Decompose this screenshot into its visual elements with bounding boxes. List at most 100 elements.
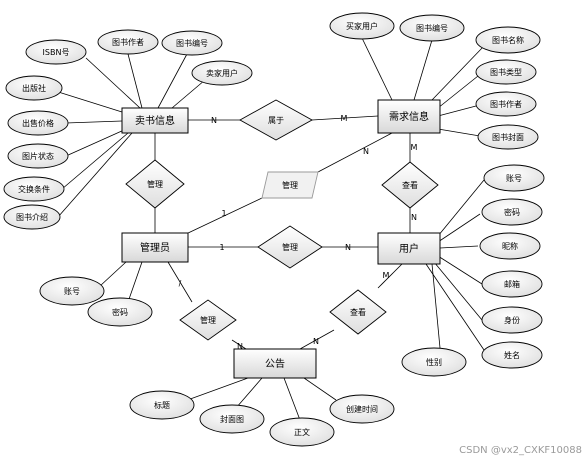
attr-demand-bookname-label: 图书名称	[492, 35, 524, 45]
entity-seller-info[interactable]: 卖书信息	[121, 107, 189, 134]
card-admin-demand-admin: 1	[221, 209, 226, 218]
attr-seller-isbn[interactable]: ISBN号	[25, 39, 87, 65]
relation-view-demand[interactable]: 查看	[381, 161, 439, 209]
attr-seller-exchange-label: 交换条件	[18, 184, 50, 194]
edge-demand-bookname	[431, 45, 485, 101]
attr-notice-coverimg-label: 封面图	[220, 414, 244, 424]
card-admin-notice-admin: /	[179, 279, 182, 288]
relation-manage-seller[interactable]: 管理	[125, 159, 185, 209]
edge-user-email	[437, 255, 483, 285]
attr-demand-bookauthor-label: 图书作者	[490, 99, 522, 109]
attr-demand-bookauthor[interactable]: 图书作者	[475, 91, 537, 117]
attr-demand-bookname[interactable]: 图书名称	[475, 26, 541, 54]
card-admin-user-user: N	[345, 243, 351, 252]
edge-notice-title	[181, 377, 249, 403]
attr-user-gender[interactable]: 性别	[401, 347, 467, 377]
entity-notice[interactable]: 公告	[233, 348, 317, 379]
edge-viewnotice-notice	[299, 329, 335, 350]
edge-seller-price	[65, 120, 123, 124]
relation-view-notice-label: 查看	[350, 307, 366, 317]
attr-notice-title[interactable]: 标题	[129, 390, 195, 420]
attr-admin-account[interactable]: 账号	[39, 276, 105, 306]
attr-seller-picstate-label: 图片状态	[22, 151, 54, 161]
attr-seller-author[interactable]: 图书作者	[97, 29, 159, 55]
edge-managenotice-notice	[231, 339, 247, 350]
edge-user-identity	[433, 261, 483, 321]
attr-user-email-label: 邮箱	[504, 279, 520, 289]
attr-user-identity[interactable]: 身份	[481, 306, 543, 334]
attr-user-identity-label: 身份	[504, 315, 520, 325]
relation-belongs[interactable]: 属于	[239, 99, 313, 141]
cardinalities: N M 1 N M N 1 N / N M N	[179, 114, 418, 351]
attr-seller-publisher[interactable]: 出版社	[5, 75, 63, 101]
relation-manage-demand-label: 管理	[282, 180, 298, 190]
attr-seller-picstate[interactable]: 图片状态	[7, 143, 69, 169]
attr-user-email[interactable]: 邮箱	[481, 270, 543, 298]
edge-user-pwd	[437, 213, 481, 243]
edge-seller-intro	[57, 132, 133, 218]
edge-demand-bookauthor	[437, 105, 477, 117]
attr-demand-booktype-label: 图书类型	[490, 67, 522, 77]
relation-manage-notice[interactable]: 管理	[179, 299, 237, 341]
relation-manage-user[interactable]: 管理	[257, 225, 323, 269]
attr-demand-buyer[interactable]: 买家用户	[329, 12, 395, 40]
attr-user-pwd[interactable]: 密码	[481, 198, 543, 226]
attr-seller-sellerusr[interactable]: 卖家用户	[191, 60, 253, 86]
entity-demand-info[interactable]: 需求信息	[377, 99, 441, 134]
edge-seller-sellerusr	[171, 79, 206, 109]
attr-notice-coverimg[interactable]: 封面图	[199, 404, 265, 434]
entity-notice-label: 公告	[265, 357, 285, 370]
edges	[51, 37, 485, 421]
edge-demand-bookno	[413, 39, 433, 101]
attr-notice-body[interactable]: 正文	[269, 417, 335, 447]
attr-demand-cover[interactable]: 图书封面	[477, 124, 539, 150]
attr-admin-pwd[interactable]: 密码	[87, 297, 153, 327]
relation-manage-user-label: 管理	[282, 242, 298, 252]
watermark: CSDN @vx2_CXKF10088	[459, 445, 582, 456]
attr-user-account[interactable]: 账号	[483, 164, 545, 192]
card-demand-belongs: M	[341, 114, 348, 123]
attr-user-nick[interactable]: 昵称	[479, 232, 541, 260]
edge-seller-bookno	[157, 53, 188, 109]
entity-seller-info-label: 卖书信息	[135, 114, 175, 127]
attr-seller-bookno[interactable]: 图书编号	[161, 30, 223, 56]
edge-demand-buyer	[361, 37, 393, 101]
card-seller-belongs: N	[211, 116, 217, 125]
card-user-notice-user: M	[383, 271, 390, 280]
attr-notice-title-label: 标题	[154, 400, 170, 410]
edge-seller-author	[127, 53, 143, 109]
attr-demand-bookno[interactable]: 图书编号	[399, 14, 465, 42]
attr-admin-pwd-label: 密码	[112, 307, 128, 317]
entity-user[interactable]: 用户	[377, 232, 441, 265]
card-user-view: N	[411, 213, 417, 222]
attr-demand-bookno-label: 图书编号	[416, 23, 448, 33]
edge-admin-managenotice	[167, 261, 193, 303]
attr-seller-publisher-label: 出版社	[22, 83, 46, 93]
attr-seller-price-label: 出售价格	[22, 118, 54, 128]
attr-user-name[interactable]: 姓名	[481, 341, 543, 369]
attr-seller-exchange[interactable]: 交换条件	[3, 176, 65, 202]
edge-seller-publisher	[51, 89, 123, 113]
attr-demand-buyer-label: 买家用户	[346, 21, 378, 31]
entity-admin[interactable]: 管理员	[121, 232, 189, 263]
relation-manage-seller-label: 管理	[147, 179, 163, 189]
attr-notice-created-label: 创建时间	[346, 404, 378, 414]
card-admin-user-admin: 1	[219, 243, 224, 252]
attr-user-name-label: 姓名	[504, 350, 520, 360]
entity-user-label: 用户	[399, 242, 419, 255]
card-admin-notice-notice: N	[237, 342, 243, 351]
relation-belongs-label: 属于	[268, 116, 284, 125]
relation-view-demand-label: 查看	[402, 180, 418, 190]
attr-notice-created[interactable]: 创建时间	[329, 394, 395, 424]
attr-notice-body-label: 正文	[294, 427, 310, 437]
edge-user-account	[437, 179, 485, 237]
edge-admin-managedemand	[185, 197, 263, 235]
attr-seller-intro[interactable]: 图书介绍	[3, 204, 61, 230]
edge-seller-exchange	[61, 132, 129, 190]
relation-view-notice[interactable]: 查看	[329, 289, 387, 335]
attr-demand-booktype[interactable]: 图书类型	[475, 59, 537, 85]
edge-belongs-demand	[311, 115, 379, 121]
relation-manage-demand[interactable]: 管理	[261, 171, 319, 199]
attr-seller-price[interactable]: 出售价格	[7, 110, 69, 136]
